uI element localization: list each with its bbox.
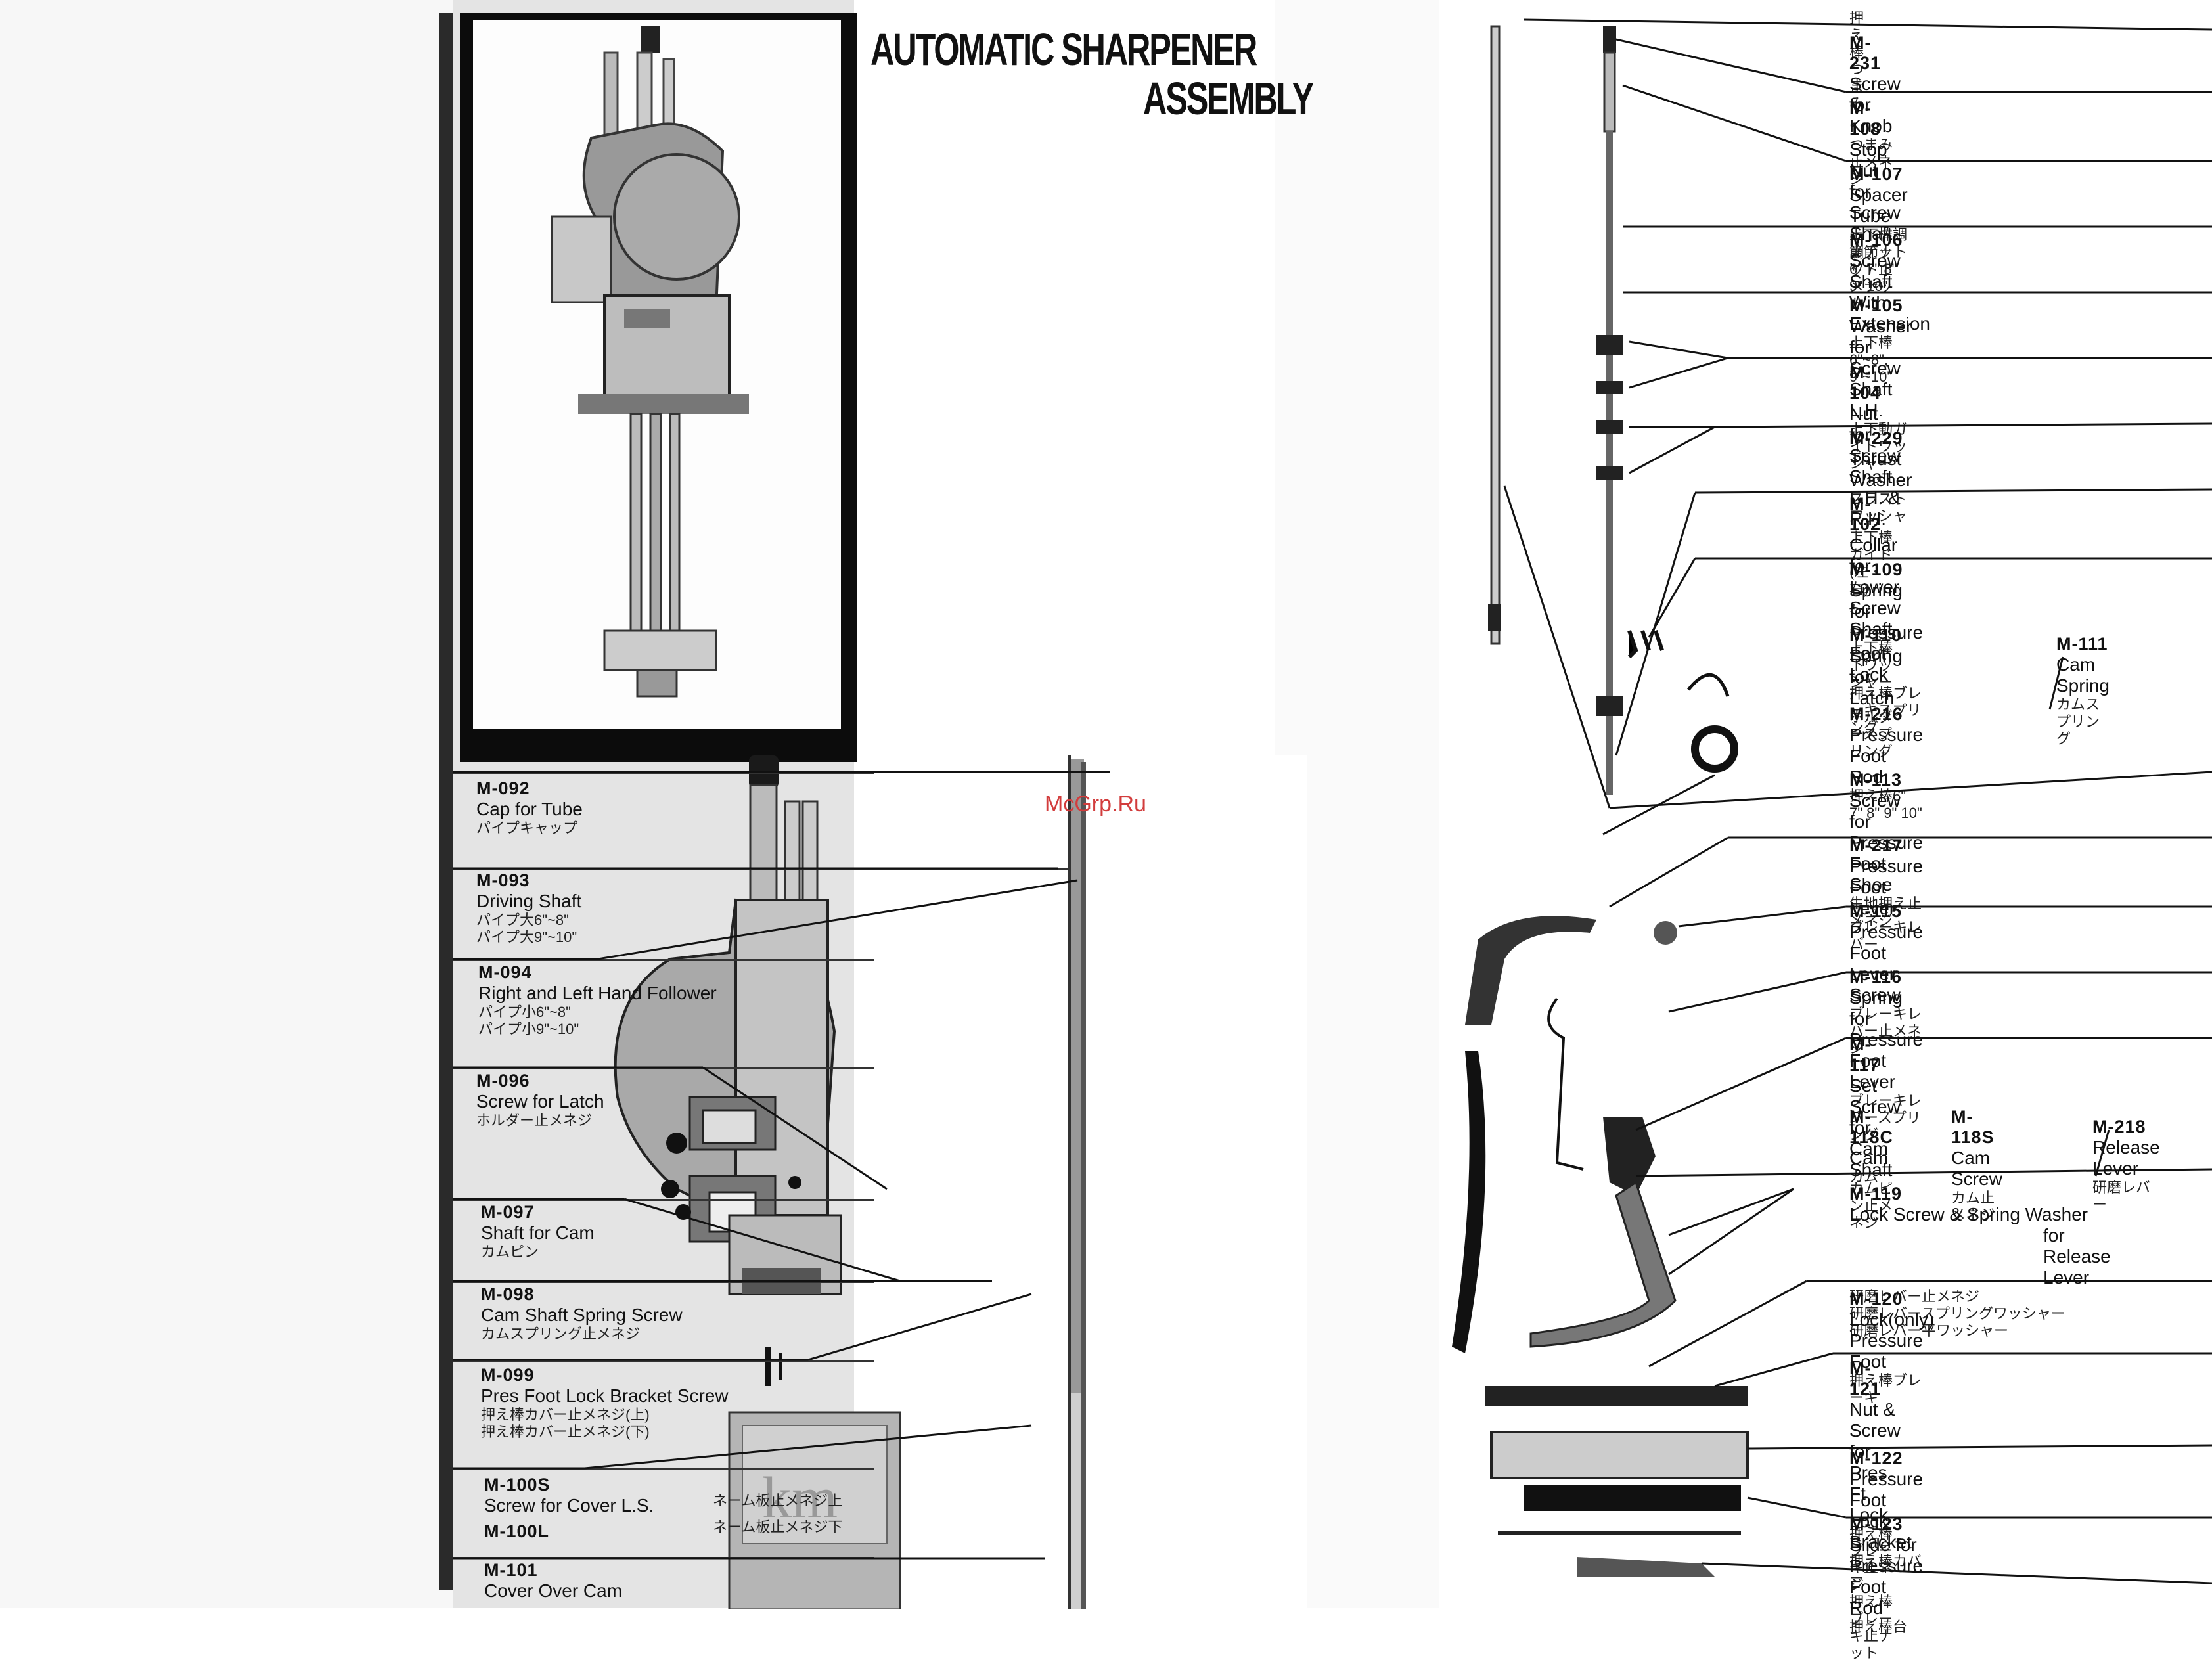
watermark: McGrp.Ru [1045, 792, 1146, 817]
label-m100: M-100S Screw for Cover L.S. M-100L [484, 1475, 654, 1541]
label-m097: M-097 Shaft for Cam カムピン [481, 1202, 595, 1260]
label-m098: M-098 Cam Shaft Spring Screw カムスプリング止メネジ [481, 1284, 683, 1342]
label-m096: M-096 Screw for Latch ホルダー止メネジ [476, 1071, 604, 1129]
label-m093: M-093 Driving Shaft パイプ大6"~8" パイプ大9"~10" [476, 870, 582, 945]
right-leader-lines [1503, 18, 2212, 1584]
assembly-photo [473, 20, 841, 729]
page-binding-bar [439, 13, 453, 1590]
label-m092: M-092 Cap for Tube パイプキャップ [476, 778, 583, 836]
exploded-assembly-right [1452, 25, 1749, 1577]
left-leader-lines [453, 771, 1110, 1560]
exploded-assembly-center: km [614, 755, 1307, 1609]
divider [453, 1468, 874, 1470]
divider [453, 959, 874, 961]
title-line-2: ASSEMBLY [1143, 73, 1314, 124]
label-knob: 押え棒つまみ [1849, 10, 1864, 112]
label-m099: M-099 Pres Foot Lock Bracket Screw 押え棒カバ… [481, 1365, 729, 1440]
divider [453, 1199, 874, 1201]
title-line-1: AUTOMATIC SHARPENER [870, 24, 1257, 75]
label-m094: M-094 Right and Left Hand Follower パイプ小6… [478, 962, 717, 1037]
label-m100-jp: ネーム板止メネジ上 ネーム板止メネジ下 [713, 1493, 843, 1535]
left-margin-page [0, 0, 453, 1608]
label-m101: M-101 Cover Over Cam [484, 1560, 623, 1601]
assembly-photo-illustration [551, 26, 749, 698]
plate-logo: km [762, 1466, 838, 1531]
